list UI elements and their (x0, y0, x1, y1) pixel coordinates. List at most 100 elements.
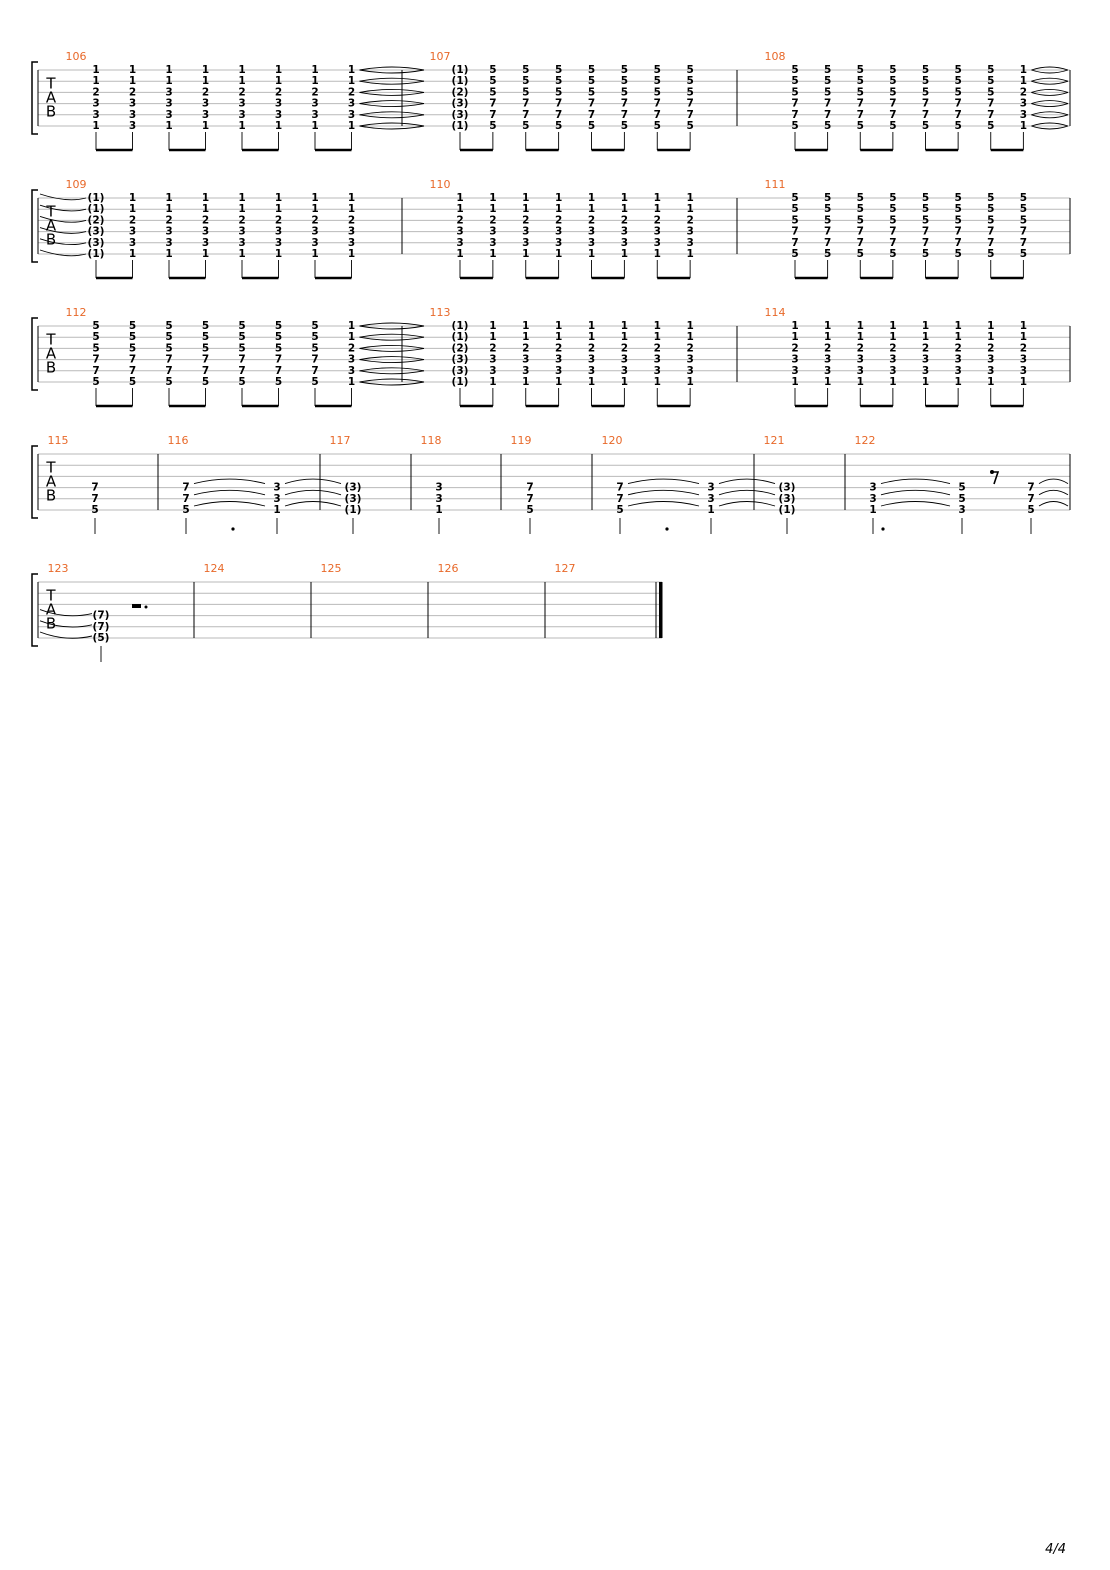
fret-number: 3 (435, 482, 442, 494)
fret-number: 3 (1020, 354, 1027, 366)
tie-arc (39, 227, 87, 234)
fret-number: 5 (889, 120, 896, 132)
rest-dot (144, 605, 148, 609)
fret-number: 5 (202, 342, 209, 354)
tie-arc (1038, 489, 1069, 496)
fret-number: 1 (686, 203, 693, 215)
measure-number: 120 (602, 434, 623, 447)
tie-arc (359, 378, 425, 383)
fret-number: 3 (621, 354, 628, 366)
measure-number: 115 (48, 434, 69, 447)
fret-number: 1 (275, 64, 282, 76)
fret-number: 7 (526, 493, 533, 505)
fret-number: 5 (987, 86, 994, 98)
fret-number: 1 (686, 376, 693, 388)
fret-number: 1 (348, 331, 355, 343)
fret-number: 3 (686, 365, 693, 377)
fret-number: 2 (311, 214, 318, 226)
fret-number: 1 (129, 203, 136, 215)
tie-arc (39, 609, 93, 617)
fret-number: 5 (129, 376, 136, 388)
dot (665, 527, 669, 531)
tie-arc (627, 478, 700, 485)
fret-number: 5 (857, 120, 864, 132)
tie-arc (359, 125, 425, 130)
fret-number: 3 (588, 354, 595, 366)
fret-number: 1 (588, 192, 595, 204)
fret-number: (3) (452, 98, 469, 110)
fret-number: 1 (522, 248, 529, 260)
fret-number: 7 (922, 237, 929, 249)
fret-number: 5 (958, 482, 965, 494)
tie-arc (1031, 114, 1069, 119)
fret-number: 1 (654, 331, 661, 343)
fret-number: 5 (202, 320, 209, 332)
fret-number: 1 (202, 75, 209, 87)
tie-arc (359, 370, 425, 375)
tie-arc (193, 501, 266, 507)
tie-arc (359, 333, 425, 338)
fret-number: 1 (165, 192, 172, 204)
fret-number: 3 (129, 109, 136, 121)
fret-number: 1 (489, 320, 496, 332)
fret-number: 1 (588, 248, 595, 260)
measure-number: 122 (855, 434, 876, 447)
fret-number: 5 (275, 320, 282, 332)
fret-number: (1) (88, 248, 105, 260)
fret-number: 2 (922, 342, 929, 354)
fret-number: 1 (165, 248, 172, 260)
tie-arc (1031, 91, 1069, 96)
fret-number: 1 (588, 376, 595, 388)
tie-arc (359, 122, 425, 127)
fret-number: 2 (275, 86, 282, 98)
fret-number: 1 (275, 203, 282, 215)
fret-number: 1 (92, 75, 99, 87)
fret-number: 3 (275, 226, 282, 238)
fret-number: 7 (654, 109, 661, 121)
fret-number: (1) (452, 376, 469, 388)
fret-number: 2 (588, 342, 595, 354)
fret-number: 3 (922, 354, 929, 366)
tie-arc (359, 91, 425, 96)
fret-number: 1 (555, 203, 562, 215)
fret-number: 7 (654, 98, 661, 110)
fret-number: 2 (686, 342, 693, 354)
fret-number: 3 (588, 237, 595, 249)
fret-number: 5 (129, 331, 136, 343)
fret-number: 5 (922, 203, 929, 215)
fret-number: 1 (555, 376, 562, 388)
fret-number: 5 (1020, 203, 1027, 215)
fret-number: 3 (202, 98, 209, 110)
measure-number: 111 (765, 178, 786, 191)
fret-number: 1 (522, 203, 529, 215)
fret-number: 2 (857, 342, 864, 354)
fret-number: 3 (238, 237, 245, 249)
fret-number: 1 (654, 320, 661, 332)
fret-number: 3 (686, 226, 693, 238)
fret-number: 5 (654, 64, 661, 76)
fret-number: 5 (588, 75, 595, 87)
fret-number: (3) (452, 109, 469, 121)
fret-number: 5 (526, 504, 533, 516)
fret-number: 7 (555, 109, 562, 121)
fret-number: 1 (686, 192, 693, 204)
fret-number: 1 (1020, 64, 1027, 76)
tie-arc (1038, 478, 1069, 484)
fret-number: 1 (869, 504, 876, 516)
fret-number: 1 (987, 320, 994, 332)
fret-number: 1 (857, 376, 864, 388)
fret-number: 2 (686, 214, 693, 226)
fret-number: (2) (88, 214, 105, 226)
fret-number: 1 (889, 320, 896, 332)
fret-number: 1 (456, 192, 463, 204)
fret-number: 5 (954, 86, 961, 98)
measure-number: 110 (430, 178, 451, 191)
fret-number: 7 (182, 482, 189, 494)
fret-number: 5 (1020, 248, 1027, 260)
fret-number: 3 (522, 226, 529, 238)
fret-number: 5 (522, 86, 529, 98)
fret-number: 5 (129, 320, 136, 332)
tie-arc (39, 620, 93, 628)
fret-number: 1 (1020, 320, 1027, 332)
fret-number: 3 (456, 237, 463, 249)
